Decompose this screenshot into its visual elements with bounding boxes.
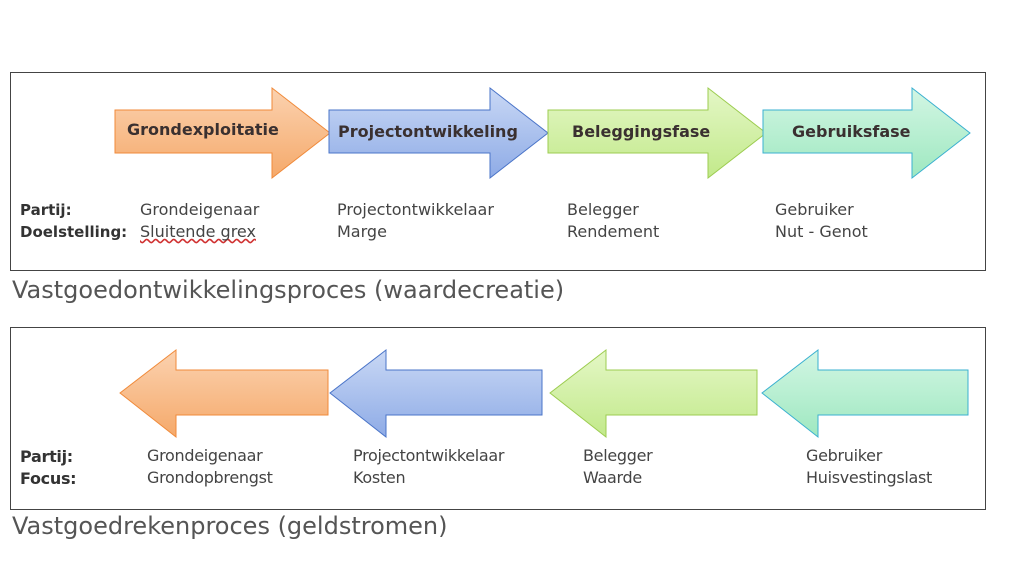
row-label-partij: Partij: [20,201,72,219]
phase-label-grondexploitatie: Grondexploitatie [127,120,279,139]
focus-huisvestingslast: Huisvestingslast [806,468,933,487]
party-projectontwikkelaar: Projectontwikkelaar [337,200,494,219]
arrow-left-belegger [549,348,758,439]
row-label-doelstelling: Doelstelling: [20,223,128,241]
arrow-beleggingsfase [547,86,767,180]
party-projectontwikkelaar-bottom: Projectontwikkelaar [353,446,505,465]
arrow-left-projectontwikkelaar [329,348,543,439]
party-belegger-bottom: Belegger [583,446,653,465]
goal-rendement: Rendement [567,222,660,241]
focus-waarde: Waarde [583,468,642,487]
party-belegger: Belegger [567,200,639,219]
party-grondeigenaar: Grondeigenaar [140,200,260,219]
row-label-partij-bottom: Partij: [20,447,73,466]
title-money-flow: Vastgoedrekenproces (geldstromen) [12,512,448,540]
goal-sluitende-grex: Sluitende grex [140,222,256,241]
title-value-creation: Vastgoedontwikkelingsproces (waardecreat… [12,276,565,304]
focus-grondopbrengst: Grondopbrengst [147,468,273,487]
party-gebruiker-bottom: Gebruiker [806,446,882,465]
phase-label-gebruiksfase: Gebruiksfase [792,122,911,141]
phase-label-beleggingsfase: Beleggingsfase [572,122,711,141]
arrow-left-gebruiker [761,348,969,439]
row-label-focus: Focus: [20,469,77,488]
goal-marge: Marge [337,222,387,241]
goal-nut-genot: Nut - Genot [775,222,868,241]
party-gebruiker: Gebruiker [775,200,854,219]
arrow-grondexploitatie [114,86,331,180]
arrow-left-grondeigenaar [119,348,329,439]
party-grondeigenaar-bottom: Grondeigenaar [147,446,263,465]
arrow-projectontwikkeling [328,86,549,180]
phase-label-projectontwikkeling: Projectontwikkeling [338,122,518,141]
focus-kosten: Kosten [353,468,406,487]
arrow-gebruiksfase [762,86,971,180]
